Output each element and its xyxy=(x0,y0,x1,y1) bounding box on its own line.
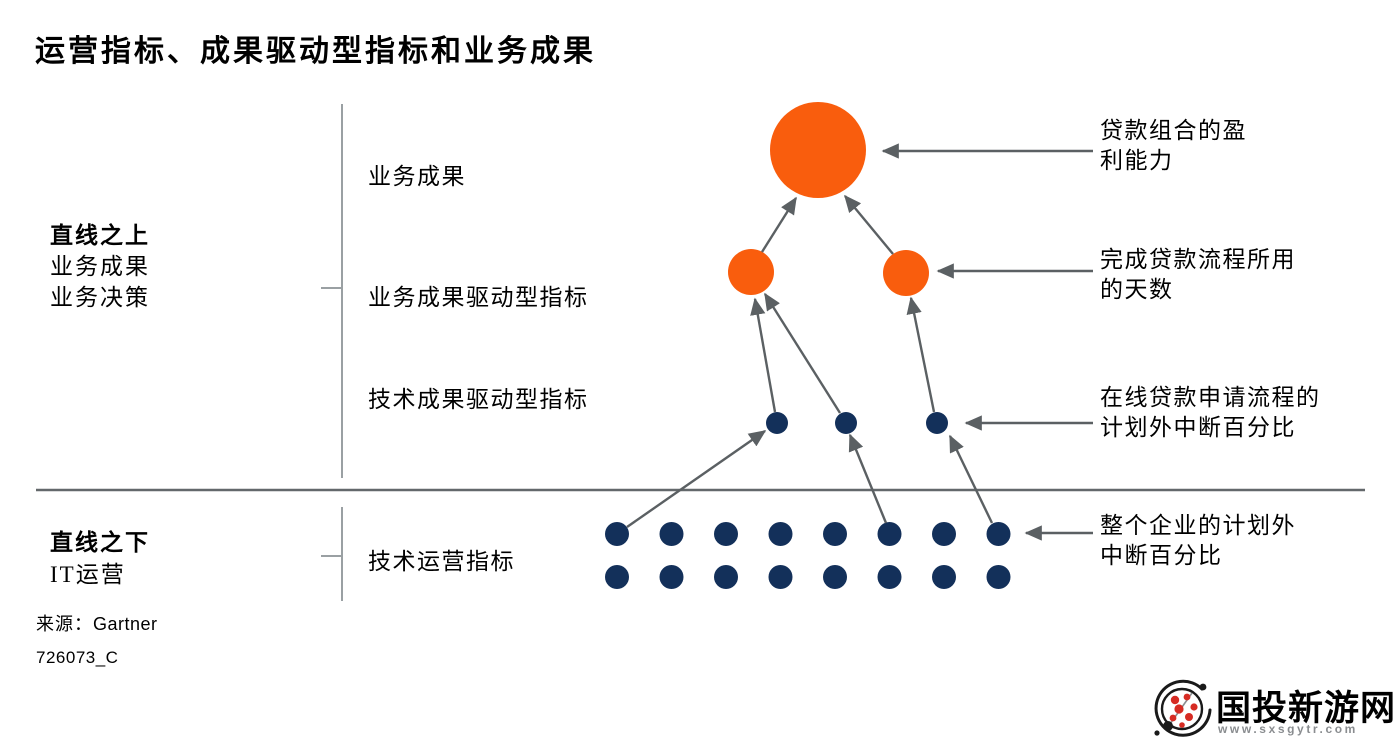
level-label-business-driver: 业务成果驱动型指标 xyxy=(368,285,589,310)
diagram-title: 运营指标、成果驱动型指标和业务成果 xyxy=(35,35,596,68)
below-line-heading: 直线之下 xyxy=(50,530,150,555)
annotation-line: 在线贷款申请流程的 xyxy=(1100,385,1321,410)
annotation-line: 的天数 xyxy=(1100,277,1174,302)
tech-driver-circle-3 xyxy=(926,412,948,434)
below-line-item-1: IT运营 xyxy=(50,562,126,587)
ops-dots-grid xyxy=(605,522,1011,589)
tech-driver-circle-2 xyxy=(835,412,857,434)
arrow-tech2-to-driver1 xyxy=(763,292,842,414)
arrow-tech3-to-driver2 xyxy=(906,296,936,413)
watermark-site-url: www.sxsgytr.com xyxy=(1218,722,1358,736)
watermark-site-name: 国投新游网 xyxy=(1216,689,1397,728)
annotation-loan-process-days: 完成贷款流程所用 的天数 xyxy=(1100,245,1360,305)
document-id: 726073_C xyxy=(36,648,119,667)
above-line-heading: 直线之上 xyxy=(50,223,150,248)
below-line-label-block: 直线之下 IT运营 xyxy=(50,527,150,591)
level-label-business-outcome: 业务成果 xyxy=(368,164,466,189)
arrow-dot8-to-tech3 xyxy=(948,434,994,524)
annotation-line: 整个企业的计划外 xyxy=(1100,513,1296,538)
ops-dot xyxy=(659,565,684,589)
annotation-line: 计划外中断百分比 xyxy=(1100,415,1296,440)
annotation-line: 利能力 xyxy=(1100,148,1174,173)
business-outcome-circle xyxy=(770,102,866,198)
level-label-tech-driver: 技术成果驱动型指标 xyxy=(368,387,589,412)
source-line: 来源：Gartner xyxy=(36,610,158,636)
source-name: Gartner xyxy=(93,614,158,634)
ops-dot xyxy=(877,565,902,589)
above-line-label-block: 直线之上 业务成果 业务决策 xyxy=(50,220,150,313)
annotation-line: 贷款组合的盈 xyxy=(1100,118,1247,143)
ops-dot xyxy=(877,522,902,546)
ops-dot xyxy=(823,565,847,589)
annotation-line: 中断百分比 xyxy=(1100,543,1223,568)
arrow-tech1-to-driver1 xyxy=(750,297,777,413)
ops-dot xyxy=(986,565,1011,589)
arrow-dot1-to-tech1 xyxy=(626,430,767,528)
above-line-item-2: 业务决策 xyxy=(50,285,150,310)
ops-dot xyxy=(605,565,629,589)
ladybug-logo-icon xyxy=(1154,679,1212,737)
above-line-bracket xyxy=(321,104,343,478)
below-line-bracket xyxy=(321,507,343,601)
level-label-tech-ops: 技术运营指标 xyxy=(368,549,515,574)
annotation-loan-profitability: 贷款组合的盈 利能力 xyxy=(1100,116,1360,176)
business-driver-circle-2 xyxy=(883,250,929,296)
ops-dot xyxy=(768,522,793,546)
arrow-driver1-to-outcome xyxy=(760,196,798,253)
ops-dot xyxy=(986,522,1011,546)
arrow-driver2-to-outcome xyxy=(844,194,894,255)
annotation-line: 完成贷款流程所用 xyxy=(1100,247,1296,272)
ops-dot xyxy=(714,565,738,589)
ops-dot xyxy=(768,565,793,589)
arrow-dot6-to-tech2 xyxy=(848,433,888,524)
tech-driver-circle-1 xyxy=(766,412,788,434)
above-line-item-1: 业务成果 xyxy=(50,254,150,279)
source-prefix: 来源： xyxy=(36,614,93,634)
ops-dot xyxy=(932,565,956,589)
ops-dot xyxy=(932,522,956,546)
annotation-online-loan-outage: 在线贷款申请流程的 计划外中断百分比 xyxy=(1100,383,1360,443)
ops-dot xyxy=(823,522,847,546)
ops-dot xyxy=(605,522,629,546)
ops-dot xyxy=(659,522,684,546)
ops-dot xyxy=(714,522,738,546)
annotation-enterprise-outage: 整个企业的计划外 中断百分比 xyxy=(1100,511,1360,571)
business-driver-circle-1 xyxy=(728,249,774,295)
